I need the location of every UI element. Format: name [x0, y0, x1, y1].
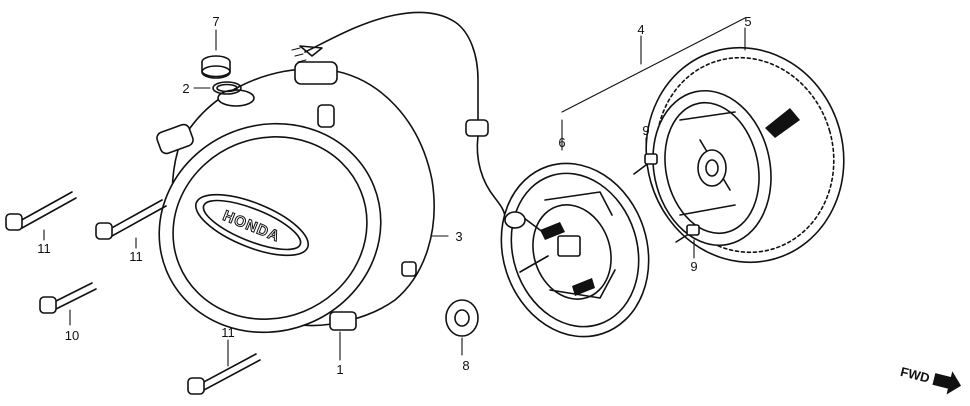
callout-2: 2 [182, 81, 189, 96]
leader-lines [43, 17, 746, 367]
callout-5: 5 [744, 14, 751, 29]
callout-7: 7 [212, 14, 219, 29]
callout-4: 4 [637, 22, 644, 37]
fwd-indicator: FWD [899, 364, 962, 395]
cover-bolt-11b [95, 199, 167, 240]
callout-3: 3 [455, 229, 462, 244]
callouts: 7 2 3 1 8 6 4 5 9 9 11 11 10 11 [37, 14, 751, 377]
flywheel [645, 46, 845, 264]
fwd-label: FWD [899, 364, 931, 386]
cover-bolt-10 [39, 282, 97, 314]
stator [500, 162, 650, 338]
cover-bolt-11c [187, 353, 261, 395]
bolt-9-upper [633, 153, 658, 175]
callout-9-lower: 9 [690, 259, 697, 274]
callout-8: 8 [462, 358, 469, 373]
o-ring [212, 81, 242, 95]
fwd-arrow-icon [932, 371, 962, 395]
callout-9-upper: 9 [642, 123, 649, 138]
callout-6: 6 [558, 135, 565, 150]
bolt-9-lower [675, 224, 700, 243]
callout-1: 1 [336, 362, 343, 377]
filler-cap [201, 55, 231, 79]
flange-nut [445, 299, 479, 337]
left-crankcase-cover: HONDA [156, 61, 435, 334]
callout-11c: 11 [221, 325, 235, 340]
callout-11a: 11 [37, 241, 51, 256]
callout-11b: 11 [129, 249, 143, 264]
wire-harness [291, 11, 506, 219]
callout-10: 10 [65, 328, 79, 343]
cover-bolt-11a [5, 191, 77, 231]
